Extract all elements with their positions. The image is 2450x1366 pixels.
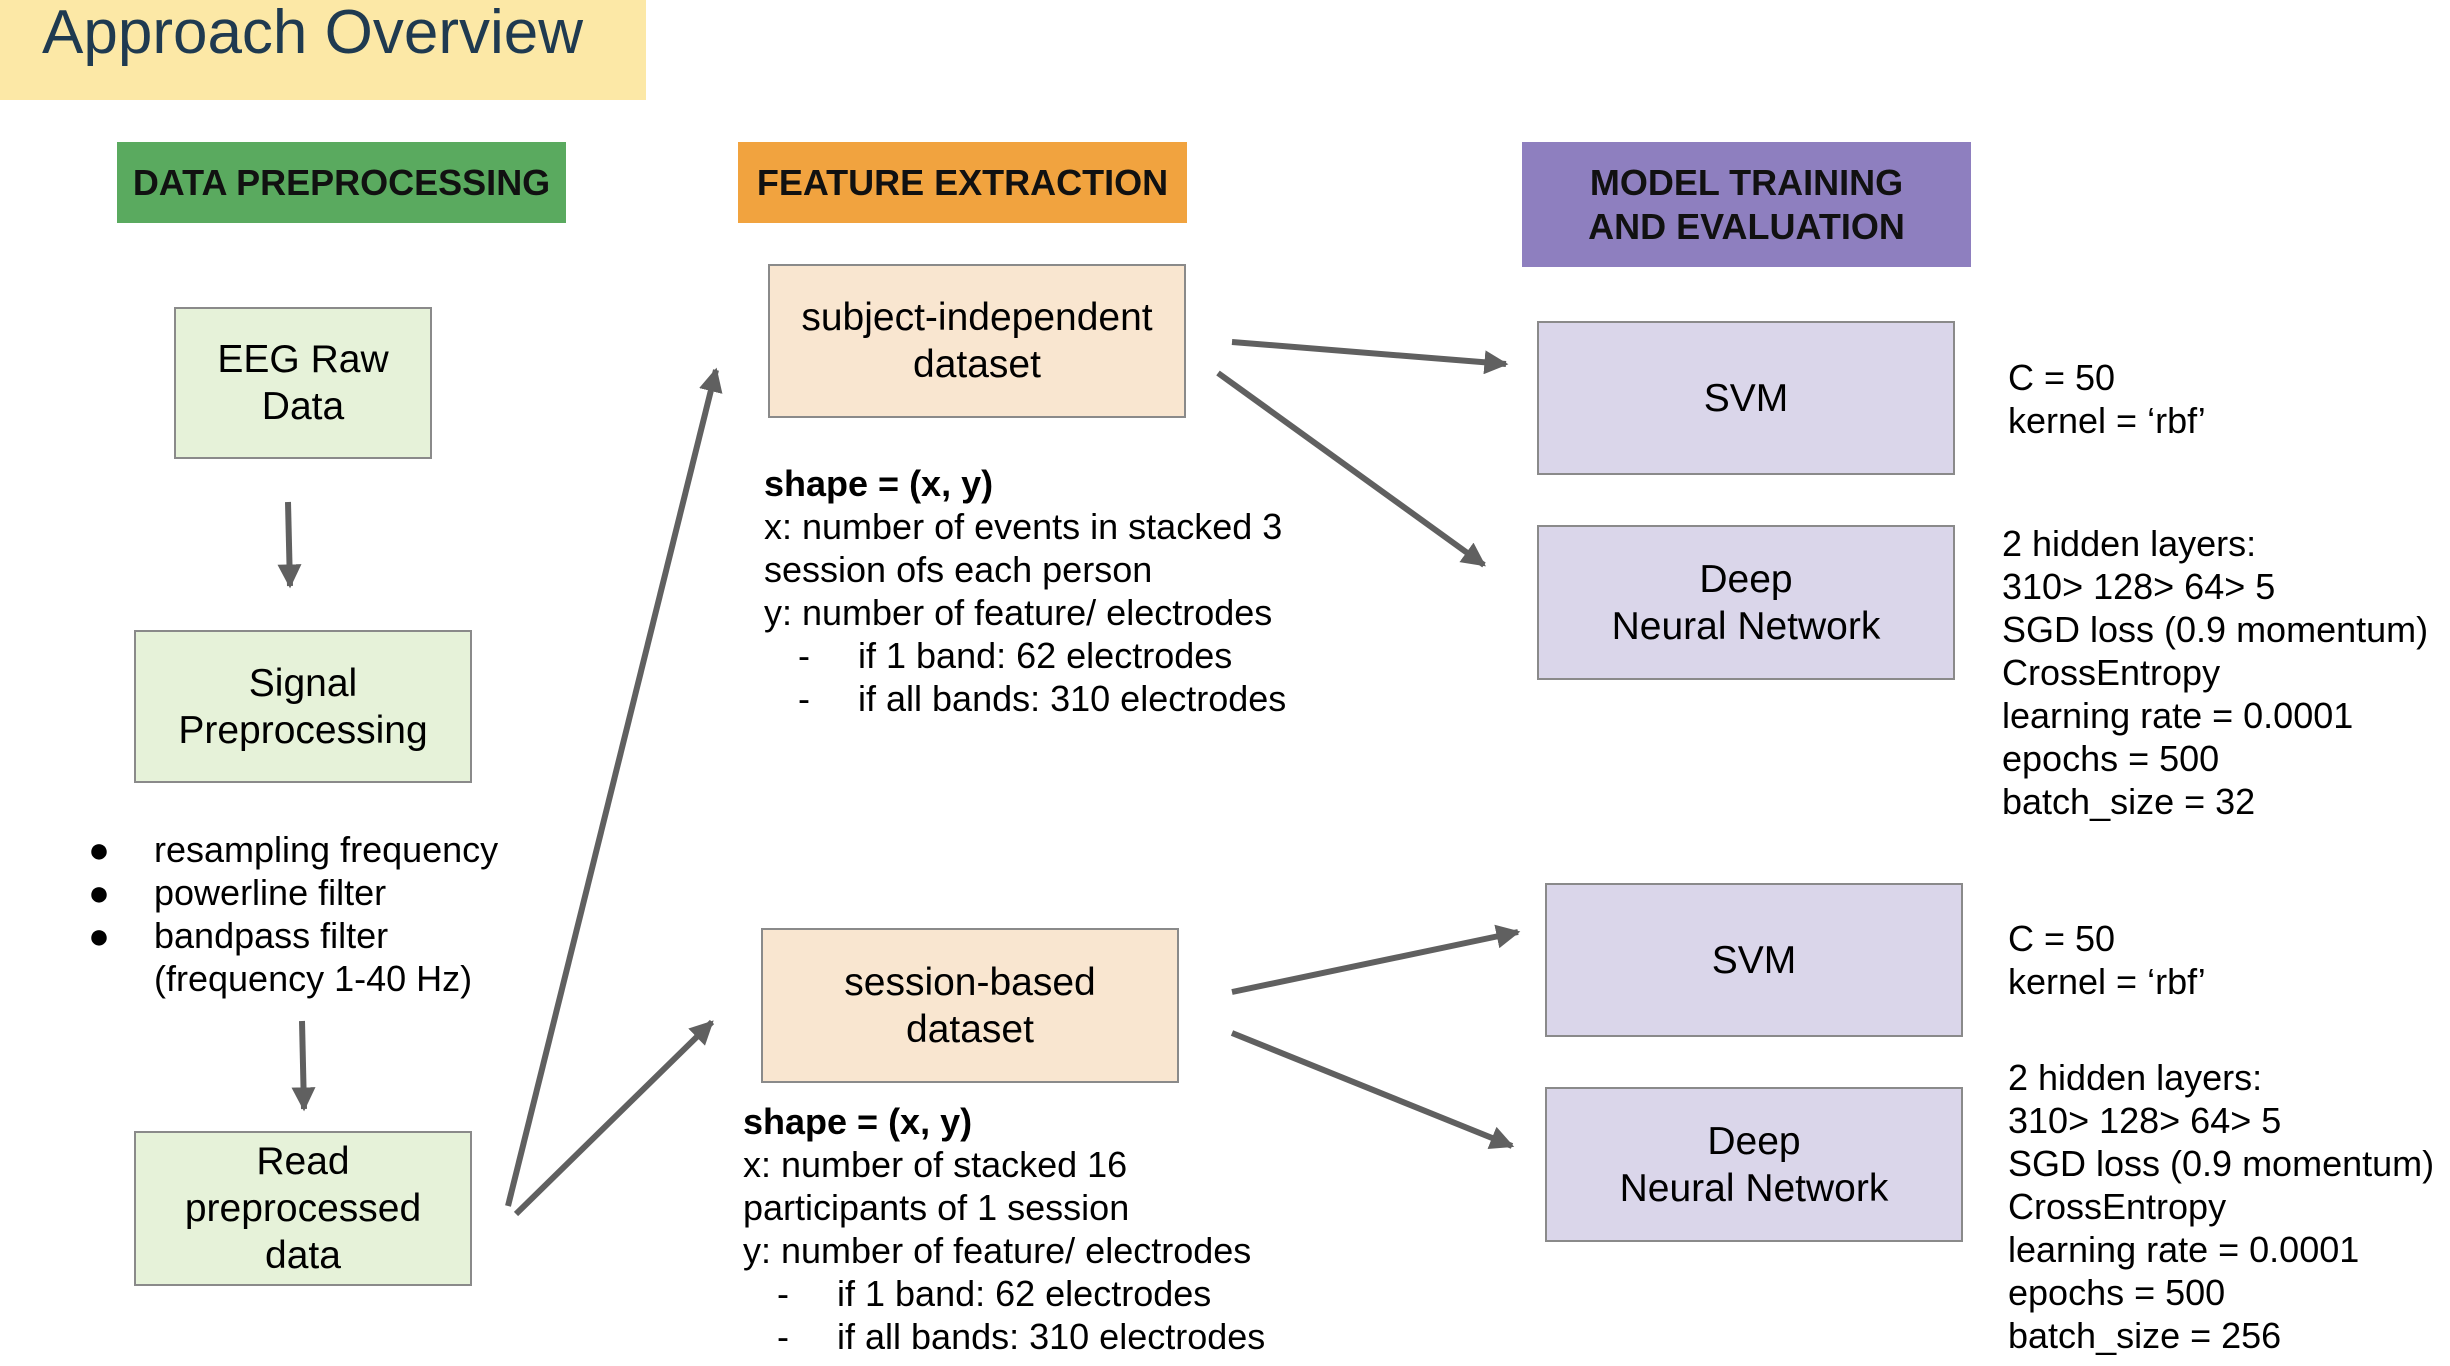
sb-x-line2: participants of 1 session [743, 1187, 1130, 1228]
param-line: kernel = ‘rbf’ [2008, 961, 2206, 1002]
param-line: batch_size = 256 [2008, 1315, 2282, 1356]
dnn-top-line1: Deep [1699, 557, 1793, 601]
eeg-raw-data-box: EEG Raw Data [174, 307, 432, 459]
subject-independent-dataset-box: subject-independent dataset [768, 264, 1186, 418]
header-model-training: MODEL TRAINING AND EVALUATION [1522, 142, 1971, 267]
dash-marker: - [798, 678, 810, 719]
signal-line1: Signal [248, 661, 358, 705]
eeg-raw-line2: Data [261, 385, 345, 428]
dnn-bottom-box: Deep Neural Network [1545, 1087, 1963, 1242]
header-model-line1: MODEL TRAINING [1589, 161, 1904, 203]
dnn-bottom-params: 2 hidden layers: 310> 128> 64> 5 SGD los… [2008, 1056, 2434, 1357]
svm-bottom-params: C = 50 kernel = ‘rbf’ [2008, 917, 2206, 1003]
bullet-icon: ● [88, 829, 110, 870]
dnn-top-params: 2 hidden layers: 310> 128> 64> 5 SGD los… [2002, 522, 2428, 823]
step-text: powerline filter [154, 872, 387, 913]
read-line3: data [265, 1234, 341, 1277]
bullet-icon: ● [88, 872, 110, 913]
header-data-preprocessing: DATA PREPROCESSING [117, 142, 566, 223]
param-line: learning rate = 0.0001 [2008, 1229, 2360, 1270]
step-text: resampling frequency [154, 829, 499, 870]
si-line1: subject-independent [801, 296, 1153, 339]
session-based-dataset-box: session-based dataset [761, 928, 1179, 1083]
list-item: ● bandpass filter [84, 914, 498, 957]
param-line: CrossEntropy [2008, 1186, 2227, 1227]
param-line: batch_size = 32 [2002, 781, 2256, 822]
arrow-read-to-subject-independent [505, 367, 723, 1207]
read-line1: Read [256, 1140, 350, 1183]
svm-bottom-box: SVM [1545, 883, 1963, 1037]
sb-shape: shape = (x, y) [743, 1101, 973, 1142]
param-line: 2 hidden layers: [2002, 523, 2257, 564]
si-bands-all: - if all bands: 310 electrodes [764, 677, 1286, 720]
preprocessing-steps-list: ●resampling frequency ●powerline filter … [84, 828, 498, 1000]
dnn-bottom-line2: Neural Network [1619, 1166, 1889, 1210]
list-item: ● resampling frequency [84, 828, 498, 871]
param-line: 310> 128> 64> 5 [2008, 1100, 2282, 1141]
sb-y: y: number of feature/ electrodes [743, 1230, 1252, 1271]
list-item-continuation: (frequency 1-40 Hz) [84, 957, 498, 1000]
arrow-sb-to-svm [1231, 924, 1521, 995]
dnn-bottom-line1: Deep [1707, 1119, 1801, 1163]
param-line: SGD loss (0.9 momentum) [2008, 1143, 2435, 1184]
param-line: 2 hidden layers: [2008, 1057, 2263, 1098]
arrow-list-to-read [291, 1020, 316, 1112]
dash-marker: - [777, 1316, 789, 1357]
dnn-top-line2: Neural Network [1611, 604, 1881, 648]
header-model-line2: AND EVALUATION [1588, 205, 1905, 247]
arrow-si-to-dnn [1216, 370, 1486, 568]
si-x-line1: x: number of events in stacked 3 [764, 506, 1283, 547]
dash-marker: - [798, 635, 810, 676]
dash-marker: - [777, 1273, 789, 1314]
list-item: ● powerline filter [84, 871, 498, 914]
arrow-sb-to-dnn [1230, 1030, 1515, 1150]
session-based-description: shape = (x, y) x: number of stacked 16 p… [743, 1100, 1265, 1358]
sb-x-line1: x: number of stacked 16 [743, 1144, 1128, 1185]
sb-bands-all: - if all bands: 310 electrodes [743, 1315, 1265, 1358]
signal-preprocessing-box: Signal Preprocessing [134, 630, 472, 783]
param-line: CrossEntropy [2002, 652, 2221, 693]
si-y: y: number of feature/ electrodes [764, 592, 1273, 633]
sb-band1-text: if 1 band: 62 electrodes [837, 1273, 1212, 1314]
header-feature-extraction: FEATURE EXTRACTION [738, 142, 1187, 223]
svm-top-box: SVM [1537, 321, 1955, 475]
eeg-raw-line1: EEG Raw [217, 338, 389, 381]
read-line2: preprocessed [184, 1187, 422, 1230]
svm-top-params: C = 50 kernel = ‘rbf’ [2008, 356, 2206, 442]
param-line: epochs = 500 [2008, 1272, 2226, 1313]
si-x-line2: session ofs each person [764, 549, 1153, 590]
si-bands-all-text: if all bands: 310 electrodes [858, 678, 1287, 719]
si-band1-text: if 1 band: 62 electrodes [858, 635, 1233, 676]
param-line: C = 50 [2008, 918, 2116, 959]
si-shape: shape = (x, y) [764, 463, 994, 504]
step-text: (frequency 1-40 Hz) [154, 958, 473, 999]
param-line: learning rate = 0.0001 [2002, 695, 2354, 736]
arrow-eeg-to-signal [277, 501, 302, 589]
arrow-si-to-svm [1231, 339, 1509, 375]
page-title: Approach Overview [0, 0, 646, 100]
sb-line1: session-based [844, 960, 1096, 1004]
bullet-icon: ● [88, 915, 110, 956]
read-preprocessed-data-box: Read preprocessed data [134, 1131, 472, 1286]
param-line: kernel = ‘rbf’ [2008, 400, 2206, 441]
param-line: C = 50 [2008, 357, 2116, 398]
subject-independent-description: shape = (x, y) x: number of events in st… [764, 462, 1286, 720]
signal-line2: Preprocessing [178, 708, 428, 752]
si-band1: - if 1 band: 62 electrodes [764, 634, 1286, 677]
arrow-read-to-session-based [513, 1019, 715, 1217]
sb-bands-all-text: if all bands: 310 electrodes [837, 1316, 1266, 1357]
sb-line2: dataset [906, 1007, 1034, 1051]
step-text: bandpass filter [154, 915, 389, 956]
param-line: SGD loss (0.9 momentum) [2002, 609, 2429, 650]
param-line: epochs = 500 [2002, 738, 2220, 779]
dnn-top-box: Deep Neural Network [1537, 525, 1955, 680]
param-line: 310> 128> 64> 5 [2002, 566, 2276, 607]
si-line2: dataset [913, 343, 1041, 386]
sb-band1: - if 1 band: 62 electrodes [743, 1272, 1265, 1315]
